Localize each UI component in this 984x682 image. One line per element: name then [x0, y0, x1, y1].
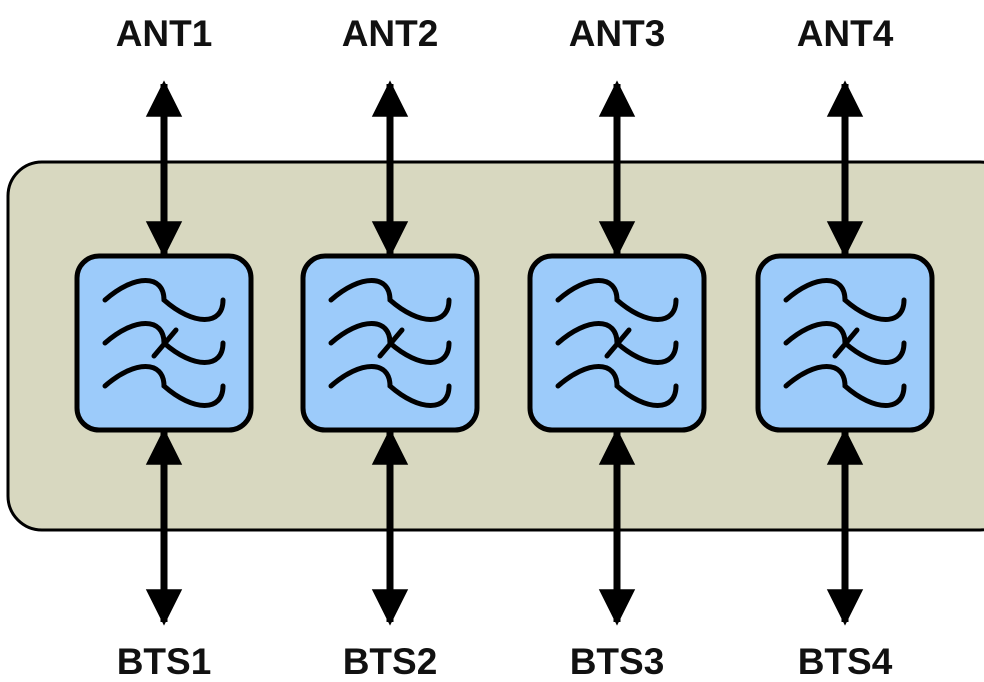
filter-wave [328, 364, 452, 408]
bts-label: BTS4 [798, 641, 893, 682]
antenna-label: ANT4 [797, 13, 894, 54]
filter-slash [604, 327, 632, 359]
filter-wave [102, 364, 226, 408]
antenna-label: ANT1 [116, 13, 213, 54]
filter-wave [783, 364, 907, 408]
filter-slash [832, 327, 860, 359]
filter-slash [377, 327, 405, 359]
filter-wave [102, 278, 226, 322]
filter-enclosure [6, 160, 984, 532]
bts-label: BTS2 [343, 641, 438, 682]
antenna-label: ANT3 [569, 13, 666, 54]
filter-wave [555, 278, 679, 322]
bts-label: BTS3 [570, 641, 665, 682]
bandpass-filter-icon [755, 253, 935, 433]
bandpass-filter-icon [300, 253, 480, 433]
bts-label: BTS1 [117, 641, 212, 682]
filter-wave [783, 278, 907, 322]
filter-slash [151, 327, 179, 359]
filter-wave [328, 278, 452, 322]
bandpass-filter-icon [74, 253, 254, 433]
filter-wave [555, 364, 679, 408]
bandpass-filter-icon [527, 253, 707, 433]
antenna-label: ANT2 [342, 13, 439, 54]
